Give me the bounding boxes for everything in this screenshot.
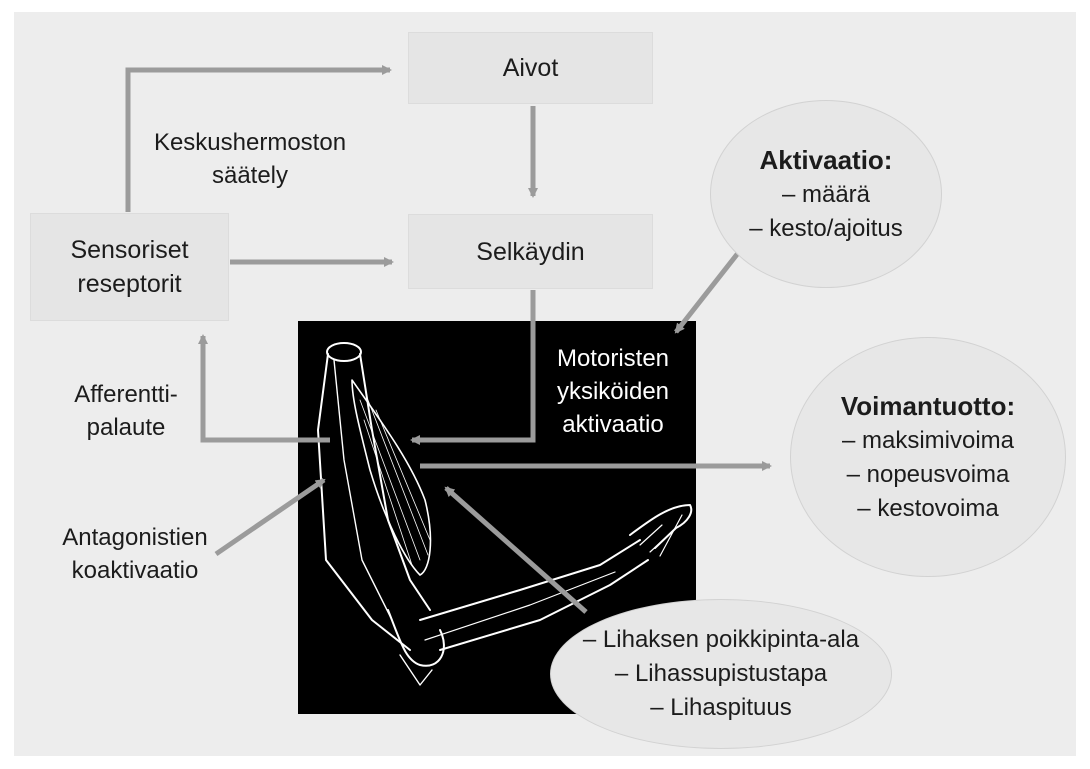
aktivaatio-title: Aktivaatio: [760,142,893,178]
motoristen-line-1: Motoristen [548,342,678,375]
motoristen-line-3: aktivaatio [548,408,678,441]
keskushermosto-label: Keskushermoston säätely [150,126,350,192]
aivot-label: Aivot [503,51,559,85]
sensoriset-label-line-2: reseptorit [77,267,181,301]
antagonistien-label: Antagonistien koaktivaatio [46,521,224,587]
lihas-item-3: – Lihaspituus [650,691,791,725]
arrow-aktivaatio-to-motor [676,248,742,332]
aktivaatio-item-2: – kesto/ajoitus [749,212,902,246]
voimantuotto-title: Voimantuotto: [841,388,1015,424]
motoristen-label: Motoristen yksiköiden aktivaatio [548,342,678,441]
afferentti-line-2: palaute [62,411,190,444]
aktivaatio-ellipse: Aktivaatio: – määrä – kesto/ajoitus [710,100,942,288]
keskushermosto-line-1: Keskushermoston [150,126,350,159]
keskushermosto-line-2: säätely [150,159,350,192]
voimantuotto-item-3: – kestovoima [857,492,998,526]
voimantuotto-item-1: – maksimivoima [842,424,1014,458]
aktivaatio-item-1: – määrä [782,178,870,212]
selkaydin-box: Selkäydin [408,214,653,289]
motoristen-line-2: yksiköiden [548,375,678,408]
lihas-item-1: – Lihaksen poikkipinta-ala [583,623,859,657]
voimantuotto-ellipse: Voimantuotto: – maksimivoima – nopeusvoi… [790,337,1066,577]
afferentti-label: Afferentti- palaute [62,378,190,444]
lihas-ellipse: – Lihaksen poikkipinta-ala – Lihassupist… [550,599,892,749]
voimantuotto-item-2: – nopeusvoima [847,458,1010,492]
antagonistien-line-1: Antagonistien [46,521,224,554]
antagonistien-line-2: koaktivaatio [46,554,224,587]
aivot-box: Aivot [408,32,653,104]
afferentti-line-1: Afferentti- [62,378,190,411]
sensoriset-box: Sensoriset reseptorit [30,213,229,321]
sensoriset-label-line-1: Sensoriset [70,233,188,267]
selkaydin-label: Selkäydin [476,235,584,269]
lihas-item-2: – Lihassupistustapa [615,657,827,691]
